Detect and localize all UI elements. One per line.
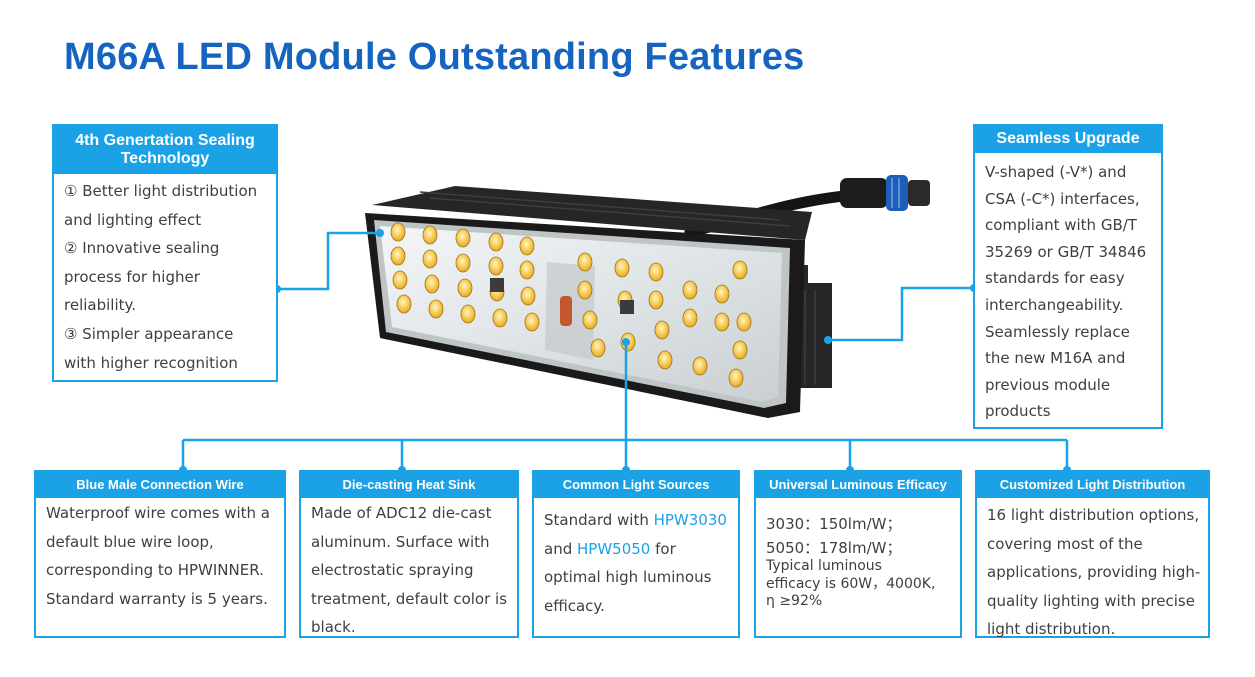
- box-header: Die-casting Heat Sink: [301, 472, 517, 498]
- body-line: Standard warranty is 5 years.: [46, 589, 268, 608]
- box-header: Seamless Upgrade: [975, 126, 1161, 153]
- body-line: black.: [311, 618, 356, 637]
- body-line: products: [985, 402, 1051, 421]
- body-line: quality lighting with precise: [987, 591, 1195, 610]
- box-header: Common Light Sources: [534, 472, 738, 498]
- body-line: 16 light distribution options,: [987, 506, 1200, 524]
- led-array: [390, 222, 752, 388]
- body-line: Standard with HPW3030: [544, 511, 727, 529]
- body-line: CSA (-C*) interfaces,: [985, 189, 1140, 208]
- body-line: efficacy.: [544, 596, 605, 615]
- body-line: light distribution.: [987, 620, 1116, 639]
- connector-plug: [840, 175, 930, 211]
- connector-lines: [181, 231, 1069, 470]
- box-body: 3030：150lm/W； 5050：178lm/W； Typical lumi…: [756, 498, 960, 611]
- body-line: compliant with GB/T: [985, 216, 1137, 235]
- body-line: Seamlessly replace: [985, 322, 1130, 341]
- box-body: Waterproof wire comes with a default blu…: [36, 498, 284, 613]
- body-line: Made of ADC12 die-cast: [311, 504, 492, 522]
- body-line: efficacy is 60W，4000K,: [766, 575, 936, 592]
- body-line: η ≥92%: [766, 593, 823, 609]
- hpw3030-highlight: HPW3030: [653, 511, 727, 529]
- box-body: Standard with HPW3030 and HPW5050 for op…: [534, 498, 738, 620]
- box-luminous-efficacy: Universal Luminous Efficacy 3030：150lm/W…: [754, 470, 962, 638]
- body-line: electrostatic spraying: [311, 561, 474, 580]
- body-line: ② Innovative sealing: [64, 239, 220, 258]
- box-seamless-upgrade: Seamless Upgrade V-shaped (-V*) and CSA …: [973, 124, 1163, 429]
- box-body: Made of ADC12 die-cast aluminum. Surface…: [301, 498, 517, 642]
- body-line: optimal high luminous: [544, 568, 712, 587]
- body-line: corresponding to HPWINNER.: [46, 561, 264, 580]
- box-header: Customized Light Distribution: [977, 472, 1208, 498]
- box-connection-wire: Blue Male Connection Wire Waterproof wir…: [34, 470, 286, 638]
- body-line: 3030：150lm/W；: [766, 515, 902, 533]
- box-light-sources: Common Light Sources Standard with HPW30…: [532, 470, 740, 638]
- hpw5050-highlight: HPW5050: [577, 539, 651, 558]
- box-body: 16 light distribution options, covering …: [977, 498, 1208, 644]
- body-line: and lighting effect: [64, 210, 202, 229]
- box-header: 4th Genertation Sealing Technology: [54, 126, 276, 174]
- body-line: standards for easy: [985, 269, 1125, 288]
- body-line: with higher recognition: [64, 353, 238, 372]
- body-line: reliability.: [64, 296, 137, 315]
- body-line: Waterproof wire comes with a: [46, 504, 271, 522]
- body-line: applications, providing high-: [987, 563, 1201, 582]
- body-line: default blue wire loop,: [46, 532, 214, 551]
- body-line: covering most of the: [987, 534, 1143, 553]
- box-sealing-technology: 4th Genertation Sealing Technology ① Bet…: [52, 124, 278, 382]
- box-heat-sink: Die-casting Heat Sink Made of ADC12 die-…: [299, 470, 519, 638]
- body-line: aluminum. Surface with: [311, 532, 490, 551]
- body-line: and HPW5050 for: [544, 539, 676, 558]
- body-line: 35269 or GB/T 34846: [985, 242, 1147, 261]
- body-line: process for higher: [64, 267, 200, 286]
- box-body: ① Better light distribution and lighting…: [54, 174, 276, 377]
- body-line: the new M16A and: [985, 349, 1126, 368]
- body-line: previous module: [985, 375, 1111, 394]
- page-title: M66A LED Module Outstanding Features: [64, 36, 805, 78]
- body-line: ③ Simpler appearance: [64, 324, 234, 343]
- box-light-distribution: Customized Light Distribution 16 light d…: [975, 470, 1210, 638]
- body-line: ① Better light distribution: [64, 182, 258, 200]
- body-line: V-shaped (-V*) and: [985, 163, 1127, 181]
- box-header: Universal Luminous Efficacy: [756, 472, 960, 498]
- box-body: V-shaped (-V*) and CSA (-C*) interfaces,…: [975, 153, 1161, 425]
- body-line: 5050：178lm/W；: [766, 539, 902, 557]
- body-line: interchangeability.: [985, 295, 1124, 314]
- box-header: Blue Male Connection Wire: [36, 472, 284, 498]
- body-line: Typical luminous: [766, 558, 882, 574]
- body-line: treatment, default color is: [311, 589, 508, 608]
